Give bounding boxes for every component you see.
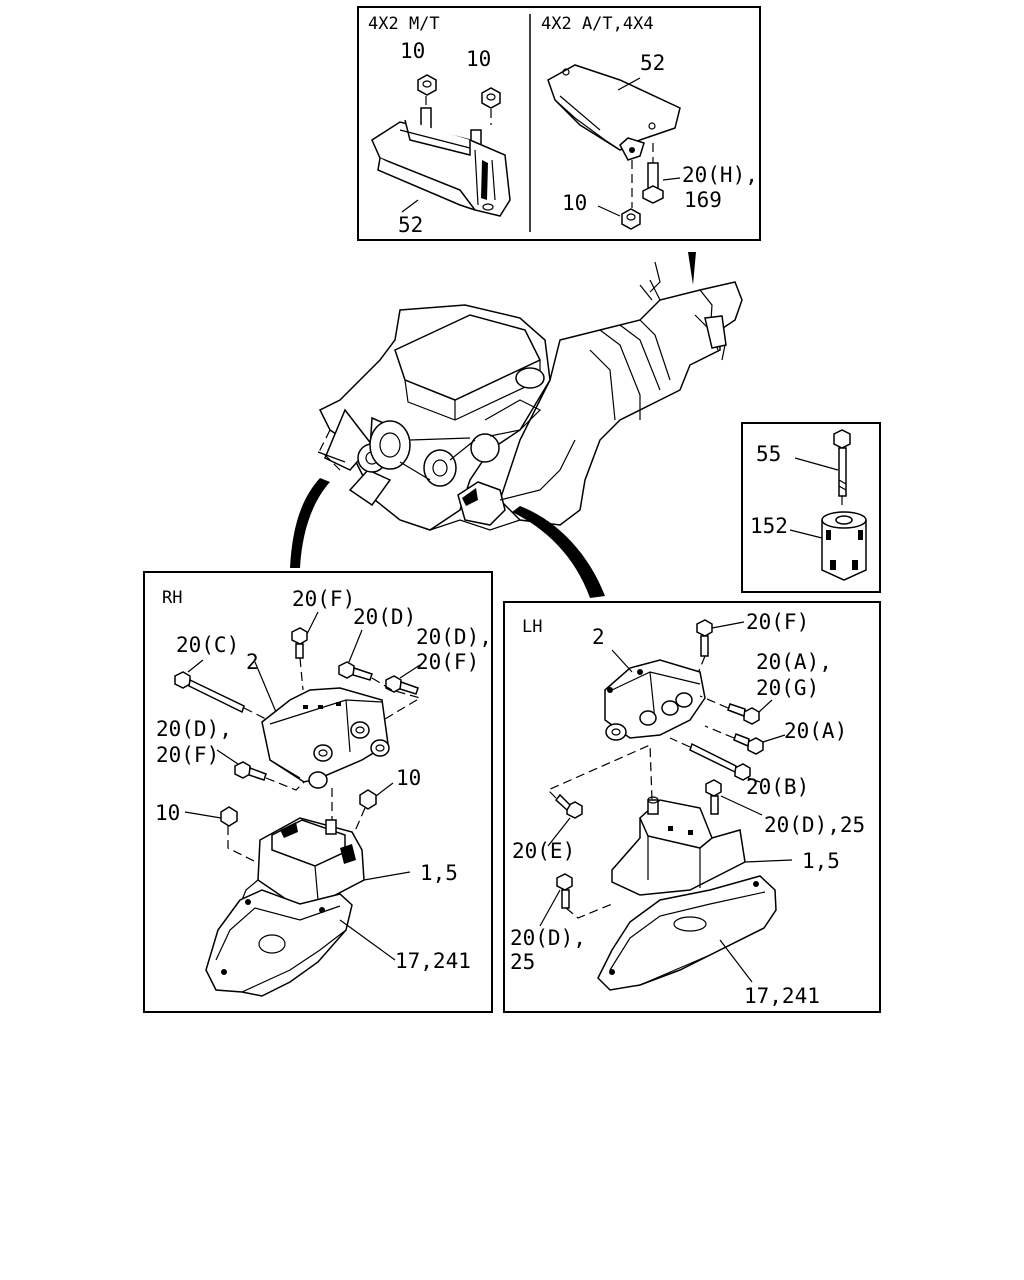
lh-callout-mount-1-5: 1,5 xyxy=(802,849,840,873)
lh-callout-20f: 20(F) xyxy=(746,610,810,634)
callout-nut-10-b: 10 xyxy=(466,47,492,71)
rh-detail-panel xyxy=(143,571,493,1013)
lh-callout-20a-20g-2: 20(G) xyxy=(756,676,820,700)
header-4x2-at-4x4: 4X2 A/T,4X4 xyxy=(541,14,654,34)
callout-bracket-52-mt: 52 xyxy=(398,213,424,237)
callout-bracket-52-at: 52 xyxy=(640,51,666,75)
lh-callout-20a-20g-1: 20(A), xyxy=(756,650,832,674)
rh-callout-nut-10-right: 10 xyxy=(396,766,422,790)
rh-callout-20d-20f-1: 20(D), xyxy=(416,625,492,649)
engine-transmission-assembly xyxy=(317,261,743,531)
callout-bolt-20h: 20(H), xyxy=(682,163,758,187)
rh-callout-20f-top: 20(F) xyxy=(292,587,356,611)
lh-callout-20d-25: 20(D),25 xyxy=(764,813,866,837)
callout-damper-152: 152 xyxy=(750,514,788,538)
callout-nut-10-a: 10 xyxy=(400,39,426,63)
rh-callout-20c: 20(C) xyxy=(176,633,240,657)
lh-callout-plate-17-241: 17,241 xyxy=(744,984,820,1008)
rh-callout-20d-20f-left-2: 20(F) xyxy=(156,743,220,767)
lh-callout-20a: 20(A) xyxy=(784,719,848,743)
rh-callout-20d-top: 20(D) xyxy=(353,605,417,629)
callout-arrows xyxy=(290,252,696,598)
lh-callout-20d-left-2: 25 xyxy=(510,950,536,974)
header-rh: RH xyxy=(162,588,183,608)
rh-callout-bracket-2: 2 xyxy=(246,650,259,674)
header-lh: LH xyxy=(522,617,543,637)
header-4x2-mt: 4X2 M/T xyxy=(368,14,440,34)
rh-callout-20d-20f-left-1: 20(D), xyxy=(156,717,232,741)
lh-callout-20b: 20(B) xyxy=(746,775,810,799)
rh-callout-20d-20f-2: 20(F) xyxy=(416,650,480,674)
rh-callout-nut-10-left: 10 xyxy=(155,801,181,825)
rh-callout-plate-17-241: 17,241 xyxy=(395,949,471,973)
lh-callout-20d-left-1: 20(D), xyxy=(510,926,586,950)
rh-callout-mount-1-5: 1,5 xyxy=(420,861,458,885)
lh-callout-bracket-2: 2 xyxy=(592,625,605,649)
callout-bolt-55: 55 xyxy=(756,442,782,466)
callout-nut-10-c: 10 xyxy=(562,191,588,215)
callout-169: 169 xyxy=(684,188,722,212)
lh-callout-20e: 20(E) xyxy=(512,839,576,863)
